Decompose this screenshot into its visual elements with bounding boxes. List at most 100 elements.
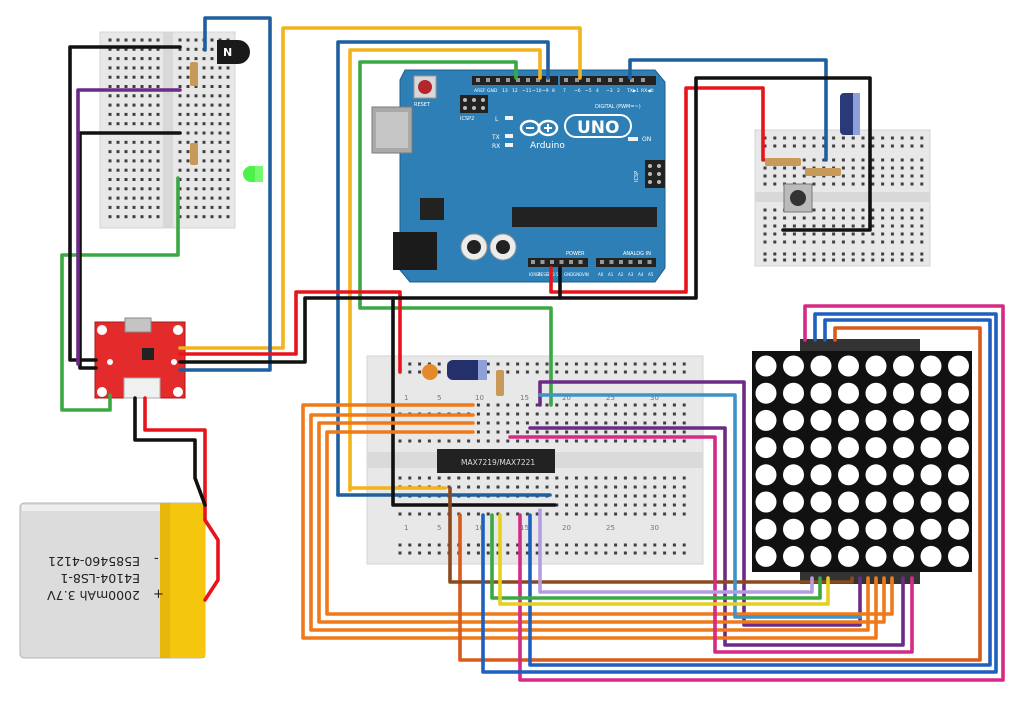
breadboard-hole xyxy=(132,75,136,79)
breadboard-hole xyxy=(202,131,206,135)
breadboard-hole xyxy=(108,94,112,98)
breadboard-hole xyxy=(132,66,136,70)
breadboard-hole xyxy=(525,412,529,416)
matrix-led xyxy=(893,437,914,459)
breadboard-hole xyxy=(418,439,422,443)
breadboard-hole xyxy=(156,47,160,51)
breadboard-hole xyxy=(186,38,190,42)
breadboard-hole xyxy=(841,252,845,256)
breadboard-hole xyxy=(773,258,777,262)
breadboard-hole xyxy=(822,158,826,162)
matrix-led xyxy=(893,355,914,377)
breadboard-hole xyxy=(124,75,128,79)
breadboard-hole xyxy=(832,216,836,220)
breadboard-hole xyxy=(565,403,569,407)
breadboard-hole xyxy=(506,403,510,407)
breadboard-hole xyxy=(555,512,559,516)
breadboard-hole xyxy=(594,476,598,480)
breadboard-hole xyxy=(792,252,796,256)
pin-label: IOREF xyxy=(529,272,542,277)
breadboard-hole xyxy=(594,551,598,555)
breadboard-hole xyxy=(812,158,816,162)
breadboard-hole xyxy=(178,122,182,126)
breadboard-hole xyxy=(841,258,845,262)
breadboard-hole xyxy=(178,103,182,107)
breadboard-hole xyxy=(457,476,461,480)
breadboard-hole xyxy=(584,494,588,498)
breadboard-hole xyxy=(427,543,431,547)
breadboard-hole xyxy=(682,476,686,480)
breadboard-hole xyxy=(565,439,569,443)
breadboard-hole xyxy=(124,205,128,209)
header-pin xyxy=(647,260,652,264)
breadboard-hole xyxy=(623,412,627,416)
breadboard-hole xyxy=(437,512,441,516)
matrix-led xyxy=(810,545,832,567)
matrix-led xyxy=(865,355,887,377)
breadboard-hole xyxy=(116,112,120,116)
wire-green xyxy=(358,298,553,407)
breadboard-hole xyxy=(178,215,182,219)
breadboard-hole xyxy=(202,205,206,209)
breadboard-hole xyxy=(614,543,618,547)
breadboard-hole xyxy=(156,94,160,98)
breadboard-hole xyxy=(851,240,855,244)
breadboard-hole xyxy=(535,370,539,374)
breadboard-hole xyxy=(802,252,806,256)
breadboard-hole xyxy=(861,224,865,228)
breadboard-hole xyxy=(210,187,214,191)
breadboard-hole xyxy=(812,232,816,236)
col-label: 20 xyxy=(562,394,571,402)
breadboard-hole xyxy=(555,485,559,489)
breadboard-hole xyxy=(604,430,608,434)
breadboard-hole xyxy=(186,168,190,172)
breadboard-hole xyxy=(437,551,441,555)
header-pin xyxy=(506,78,510,82)
breadboard-hole xyxy=(841,166,845,170)
header-pin xyxy=(597,78,601,82)
breadboard-hole xyxy=(486,370,490,374)
matrix-led xyxy=(920,355,942,377)
breadboard-hole xyxy=(447,476,451,480)
header-pin xyxy=(516,78,520,82)
breadboard-hole xyxy=(132,168,136,172)
breadboard-hole xyxy=(226,205,230,209)
breadboard-hole xyxy=(545,430,549,434)
breadboard-hole xyxy=(584,370,588,374)
breadboard-hole xyxy=(545,403,549,407)
breadboard-hole xyxy=(476,439,480,443)
breadboard-hole xyxy=(178,196,182,200)
breadboard-hole xyxy=(851,174,855,178)
col-label: 25 xyxy=(606,394,615,402)
breadboard-hole xyxy=(178,168,182,172)
wire-brown xyxy=(448,486,854,584)
push-button xyxy=(783,183,813,213)
breadboard-hole xyxy=(496,430,500,434)
breadboard-hole xyxy=(783,224,787,228)
breadboard-hole xyxy=(408,551,412,555)
matrix-led xyxy=(948,409,969,431)
breadboard-hole xyxy=(871,216,875,220)
breadboard-hole xyxy=(663,503,667,507)
wire-orange xyxy=(325,430,894,616)
breadboard-hole xyxy=(841,144,845,148)
breadboard-hole xyxy=(633,485,637,489)
breadboard-hole xyxy=(574,485,578,489)
matrix-led xyxy=(810,382,832,404)
matrix-led xyxy=(893,491,914,513)
breadboard-hole xyxy=(920,232,924,236)
breadboard-hole xyxy=(476,412,480,416)
breadboard-hole xyxy=(881,182,885,186)
breadboard-hole xyxy=(496,485,500,489)
breadboard-hole xyxy=(663,430,667,434)
breadboard-hole xyxy=(900,158,904,162)
breadboard-hole xyxy=(535,439,539,443)
breadboard-hole xyxy=(763,216,767,220)
breadboard-hole xyxy=(604,362,608,366)
breadboard-hole xyxy=(773,182,777,186)
breadboard-hole xyxy=(890,258,894,262)
breadboard-hole xyxy=(194,122,198,126)
digital-label: DIGITAL (PWM=~) xyxy=(595,104,641,110)
matrix-led xyxy=(865,437,887,459)
breadboard-hole xyxy=(773,232,777,236)
